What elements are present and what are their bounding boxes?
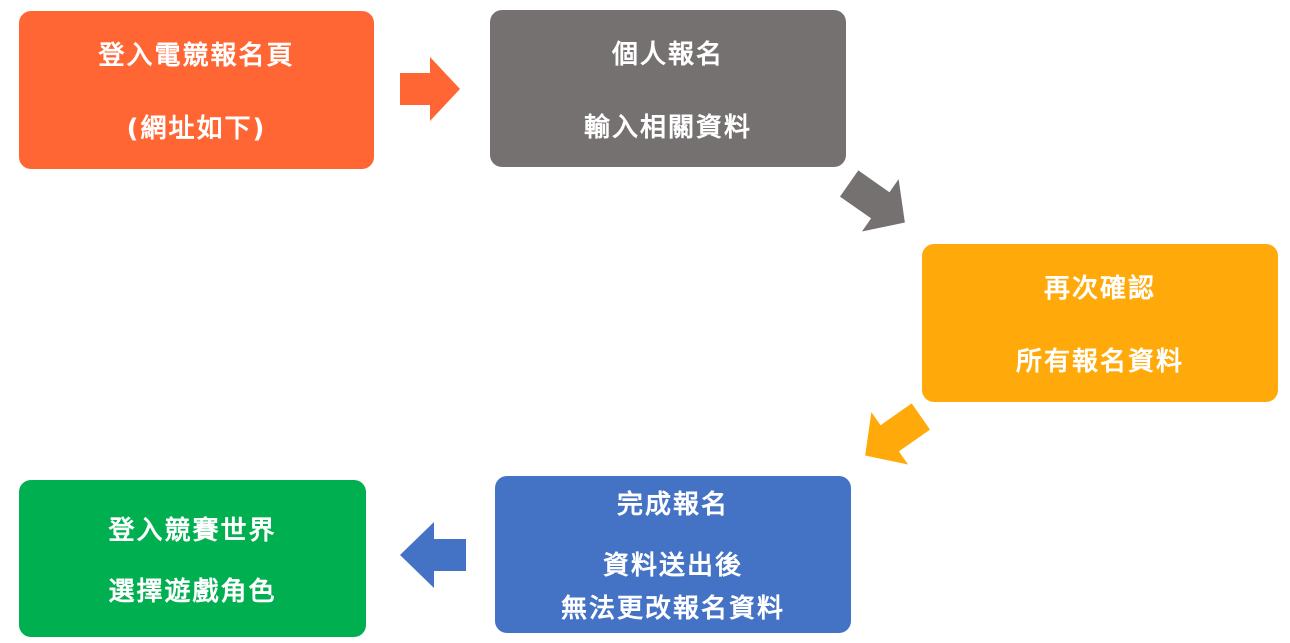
arrow-down-left-icon	[865, 403, 931, 465]
arrow-down-right-icon	[839, 170, 905, 232]
step-3-subtitle: 所有報名資料	[1015, 347, 1184, 377]
step-4-line-2: 資料送出後	[602, 551, 743, 581]
step-4-line-3: 無法更改報名資料	[560, 594, 785, 624]
arrow-left-icon	[400, 522, 466, 588]
step-1-subtitle: (網址如下)	[126, 114, 267, 144]
step-1-title: 登入電競報名頁	[98, 41, 295, 71]
step-5-subtitle: 選擇遊戲角色	[108, 576, 277, 607]
step-2-subtitle: 輸入相關資料	[583, 112, 752, 143]
step-2-box: 個人報名 輸入相關資料	[490, 10, 846, 167]
step-5-box: 登入競賽世界 選擇遊戲角色	[19, 480, 366, 637]
step-4-box: 完成報名 資料送出後 無法更改報名資料	[495, 476, 851, 633]
step-4-title: 完成報名	[616, 490, 729, 520]
step-2-title: 個人報名	[611, 39, 724, 70]
arrow-right-icon	[400, 57, 460, 121]
step-3-box: 再次確認 所有報名資料	[922, 244, 1278, 402]
step-5-title: 登入競賽世界	[108, 515, 277, 546]
step-1-box: 登入電競報名頁 (網址如下)	[19, 11, 374, 169]
step-3-title: 再次確認	[1043, 274, 1156, 304]
